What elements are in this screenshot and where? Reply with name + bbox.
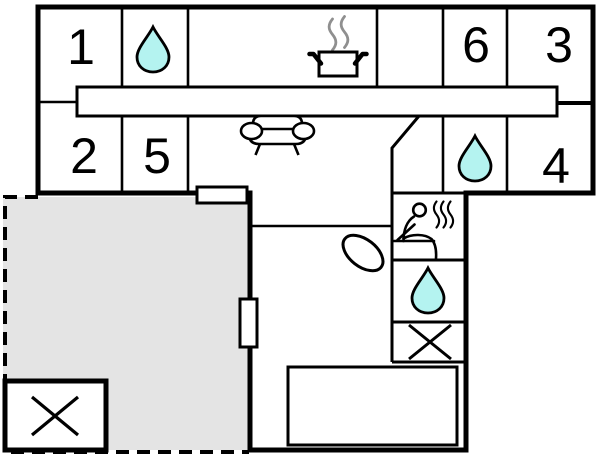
pot-handles (307, 51, 369, 66)
sofa-legs (254, 143, 300, 156)
doors (195, 185, 259, 349)
sauna-icon (392, 200, 455, 260)
cooking-pot-icon (307, 15, 369, 78)
sauna-person-arm (396, 223, 416, 242)
exterior-walls (35, 4, 596, 453)
room-label-4: 4 (542, 138, 570, 194)
crossed-box-icon-terrace (2, 378, 109, 453)
room-label-5: 5 (143, 128, 171, 184)
crossed-box-icon-column (408, 323, 452, 361)
sauna-person-leg (402, 233, 438, 260)
sauna-person-head (411, 202, 428, 218)
wall-diagonal-sauna-column (390, 115, 421, 362)
room-label-2: 2 (70, 128, 98, 184)
sofa-armrest-right (291, 121, 316, 141)
sofa-icon (239, 114, 316, 156)
interior-walls (38, 7, 593, 364)
house-outline (35, 4, 596, 453)
pot-steam-lines (327, 15, 350, 52)
whirlpool-icon (341, 233, 385, 273)
sofa-armrest-left (239, 121, 264, 141)
room-numbers: 1 2 5 6 3 4 (67, 17, 573, 194)
crossed-box-cross (30, 395, 80, 437)
pot-body (317, 50, 359, 78)
swimming-pool-icon (286, 365, 459, 447)
crossed-box-frame (2, 378, 109, 453)
water-drop-icons (135, 23, 493, 315)
room-label-6: 6 (462, 17, 490, 73)
room-label-1: 1 (67, 19, 95, 75)
room-label-3: 3 (545, 17, 573, 73)
water-drop-icon-bath-right (457, 132, 493, 183)
sauna-steam-lines (432, 200, 455, 229)
terrace-door-top (195, 185, 249, 205)
water-drop-icon-bath-top (135, 23, 171, 74)
terrace-dashed-border (3, 195, 249, 454)
hallway (75, 85, 559, 118)
water-drop-icon-bath-lower (410, 264, 446, 315)
terrace-door-side (238, 297, 259, 349)
